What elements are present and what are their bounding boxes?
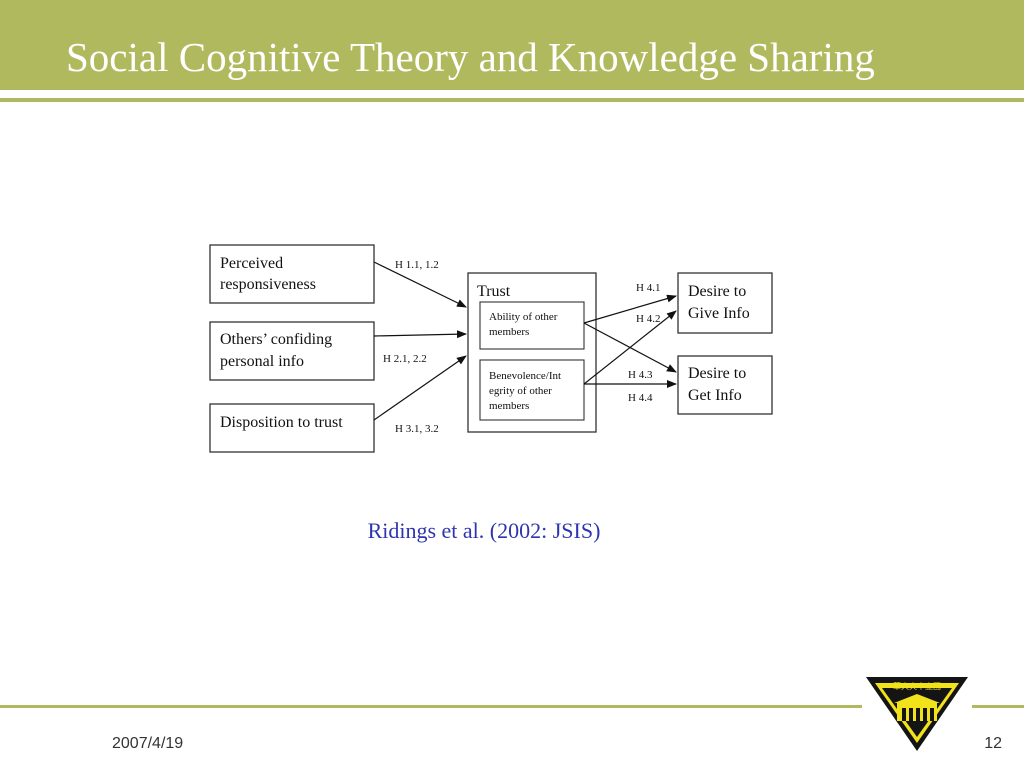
title-bar: Social Cognitive Theory and Knowledge Sh…: [0, 0, 1024, 90]
title-divider: [0, 98, 1024, 102]
outcome-desire-to-give-info: Desire to Give Info: [677, 272, 773, 334]
arrow-h3: [373, 355, 467, 421]
antecedent-label-line: personal info: [220, 353, 304, 370]
outcome-label-line: Give Info: [688, 305, 750, 322]
antecedent-label-line: Disposition to trust: [220, 414, 343, 431]
arrow-h4-1: [583, 294, 677, 324]
trust-dimension-line: Benevolence/Int: [489, 370, 561, 382]
outcome-label-line: Get Info: [688, 387, 742, 404]
antecedent-disposition-to-trust: Disposition to trust: [209, 403, 375, 453]
antecedent-others-confiding: Others’ confiding personal info: [209, 321, 375, 381]
slide-title: Social Cognitive Theory and Knowledge Sh…: [66, 34, 875, 80]
trust-dimension-line: egrity of other: [489, 385, 552, 397]
arrow-h2: [373, 330, 467, 339]
outcome-desire-to-get-info: Desire to Get Info: [677, 355, 773, 415]
trust-label: Trust: [477, 283, 511, 300]
trust-construct: Trust Ability of other members Benevolen…: [467, 272, 597, 433]
antecedent-label-line: Others’ confiding: [220, 331, 332, 348]
trust-dimension-ability: Ability of other members: [479, 301, 585, 350]
outcome-label-line: Desire to: [688, 283, 746, 300]
footer-date: 2007/4/19: [112, 735, 184, 752]
hypothesis-label-h4-3: H 4.3: [628, 369, 653, 381]
page-number: 12: [984, 735, 1002, 752]
antecedent-label-line: responsiveness: [220, 276, 316, 293]
arrow-h1: [373, 261, 467, 308]
antecedent-perceived-responsiveness: Perceived responsiveness: [209, 244, 375, 304]
citation: Ridings et al. (2002: JSIS): [367, 518, 601, 543]
hypothesis-label-h4-4: H 4.4: [628, 392, 653, 404]
hypothesis-label-h3: H 3.1, 3.2: [395, 423, 439, 435]
antecedent-label-line: Perceived: [220, 255, 283, 272]
hypothesis-label-h2: H 2.1, 2.2: [383, 353, 427, 365]
trust-dimension-benevolence: Benevolence/Int egrity of other members: [479, 359, 585, 421]
arrow-h4-2: [583, 310, 677, 385]
hypothesis-label-h4-2: H 4.2: [636, 313, 660, 325]
trust-dimension-line: members: [489, 400, 529, 412]
logo-seal-text: 華大央中立國: [893, 681, 941, 691]
hypothesis-label-h4-1: H 4.1: [636, 282, 660, 294]
hypothesis-label-h1: H 1.1, 1.2: [395, 259, 439, 271]
university-logo: 華大央中立國: [862, 673, 972, 755]
trust-dimension-line: Ability of other: [489, 311, 558, 323]
outcome-label-line: Desire to: [688, 365, 746, 382]
trust-dimension-line: members: [489, 326, 529, 338]
footer-divider: [0, 705, 1024, 708]
